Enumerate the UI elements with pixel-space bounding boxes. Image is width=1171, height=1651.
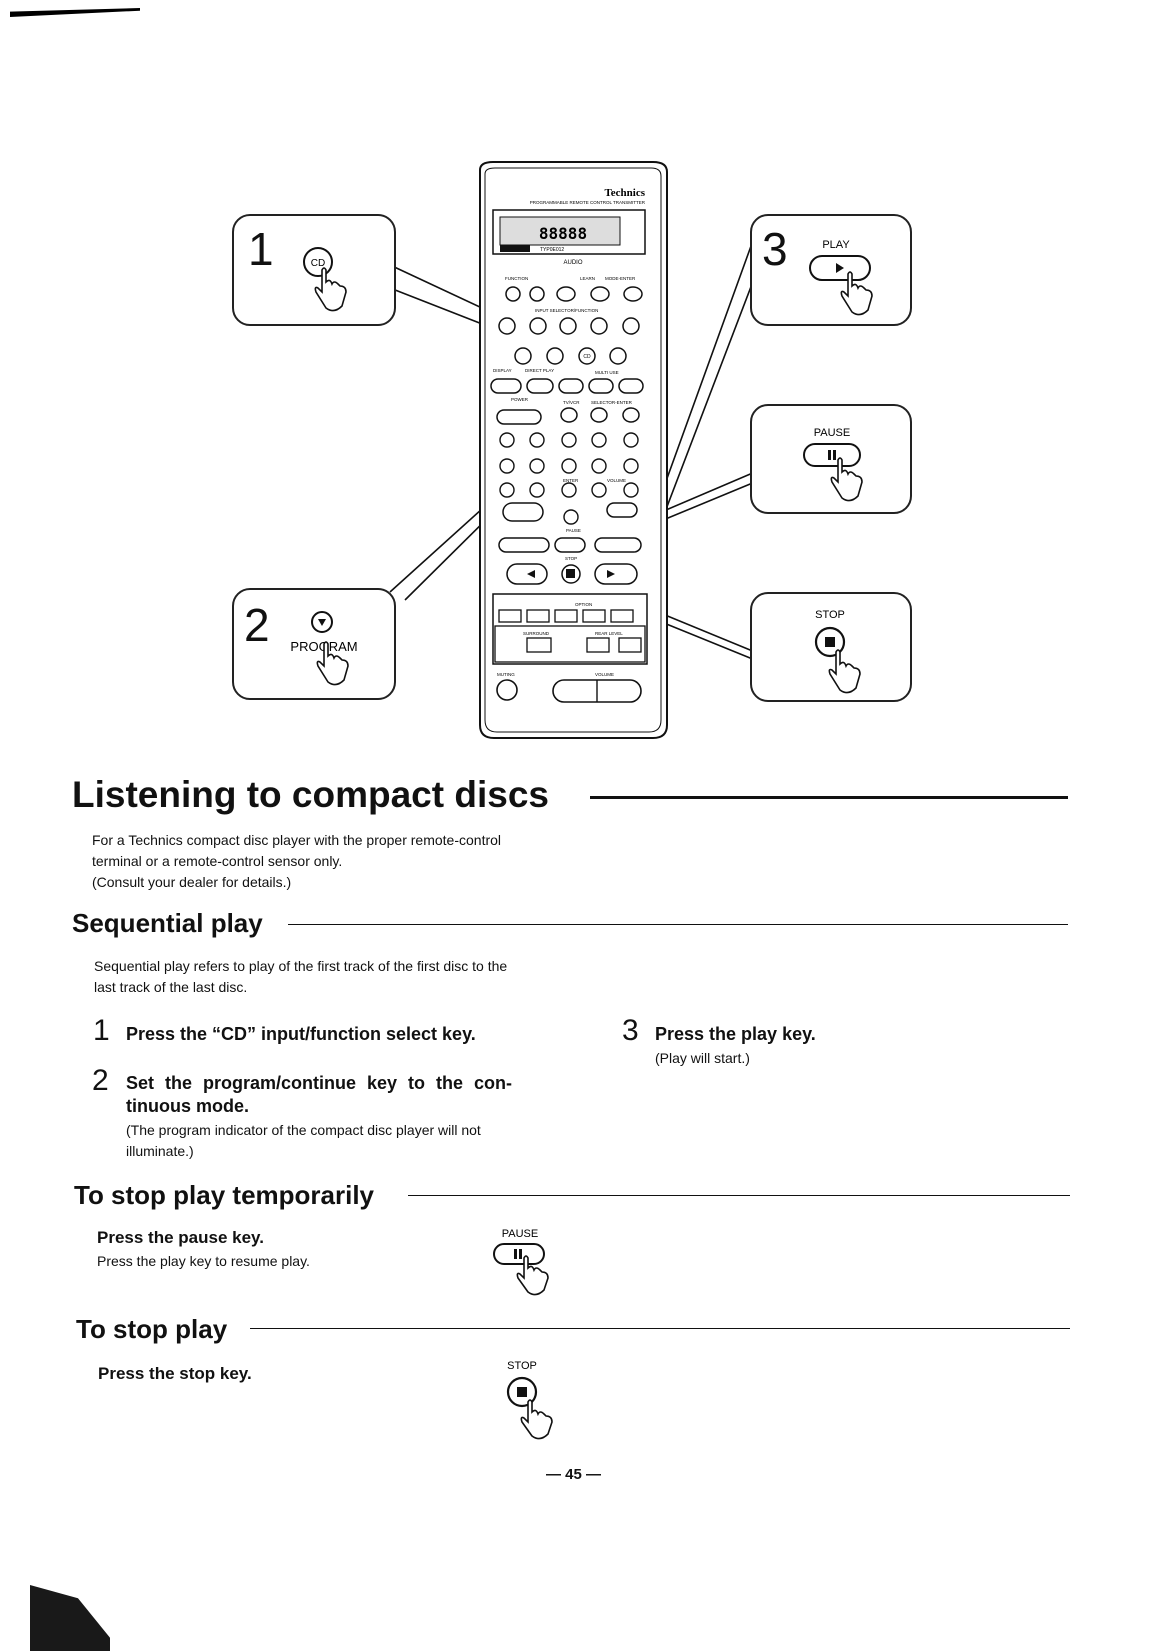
svg-text:PAUSE: PAUSE <box>566 528 581 533</box>
svg-text:CD: CD <box>583 354 591 360</box>
sequential-desc: Sequential play refers to play of the fi… <box>94 958 508 995</box>
stop-instruction: Press the stop key. <box>98 1364 252 1383</box>
pause-key-icon: PAUSE <box>493 1228 549 1296</box>
svg-text:STOP: STOP <box>507 1360 537 1372</box>
section-heading-sequential: Sequential play <box>72 908 263 938</box>
play-key-icon: PLAY <box>809 239 873 316</box>
svg-text:VOLUME: VOLUME <box>595 672 614 677</box>
svg-text:MODE-ENTER: MODE-ENTER <box>605 276 636 281</box>
svg-text:88888: 88888 <box>539 224 587 243</box>
svg-text:SELECTOR-ENTER: SELECTOR-ENTER <box>591 400 633 405</box>
program-key-icon: PROGRAM <box>290 611 358 686</box>
svg-text:DISPLAY: DISPLAY <box>493 368 512 373</box>
stop-key-icon: STOP <box>506 1360 553 1440</box>
step-3-number: 3 <box>622 1014 639 1047</box>
section-heading-stop: To stop play <box>76 1314 228 1344</box>
svg-text:INPUT SELECTOR/FUNCTION: INPUT SELECTOR/FUNCTION <box>535 308 598 313</box>
intro-text: For a Technics compact disc player with … <box>92 832 502 890</box>
remote-illustration: Technics PROGRAMMABLE REMOTE CONTROL TRA… <box>389 161 766 739</box>
pause-note: Press the play key to resume play. <box>97 1253 310 1269</box>
callout-number: 2 <box>244 599 270 651</box>
section-heading-stop-temporarily: To stop play temporarily <box>74 1180 375 1210</box>
svg-text:PLAY: PLAY <box>822 239 850 251</box>
step-3-title: Press the play key. <box>655 1024 816 1044</box>
callout-pause: PAUSE <box>750 404 912 514</box>
callout-step-3: 3 PLAY <box>750 214 912 326</box>
svg-text:FUNCTION: FUNCTION <box>505 276 528 281</box>
svg-text:PAUSE: PAUSE <box>814 427 850 439</box>
scan-mark-top <box>10 8 140 17</box>
step-1-title: Press the “CD” input/function select key… <box>126 1024 476 1044</box>
svg-text:REAR LEVEL: REAR LEVEL <box>595 631 623 636</box>
step-2-note-line2: illuminate.) <box>126 1143 194 1159</box>
svg-text:POWER: POWER <box>511 397 529 402</box>
step-2-title-line1: Set the program/continue key to the con- <box>126 1073 513 1093</box>
svg-text:CD: CD <box>311 258 325 269</box>
svg-text:OPTION: OPTION <box>575 602 592 607</box>
svg-text:TYP0E012: TYP0E012 <box>540 247 564 253</box>
step-2-number: 2 <box>92 1064 109 1097</box>
step-2-title-line2: tinuous mode. <box>126 1096 249 1116</box>
section-rule <box>288 924 1068 925</box>
step-2-note-line1: (The program indicator of the compact di… <box>126 1122 481 1138</box>
step-1-number: 1 <box>93 1014 110 1047</box>
pause-key-icon: PAUSE <box>803 427 863 502</box>
stop-key-icon: STOP <box>814 609 861 694</box>
page-number: — 45 — <box>546 1466 602 1483</box>
callout-number: 1 <box>248 223 274 275</box>
svg-text:PAUSE: PAUSE <box>502 1228 538 1240</box>
svg-text:MULTI USE: MULTI USE <box>595 370 619 375</box>
svg-text:PROGRAMMABLE REMOTE CONTROL TR: PROGRAMMABLE REMOTE CONTROL TRANSMITTER <box>530 200 646 205</box>
pause-instruction: Press the pause key. <box>97 1228 264 1247</box>
svg-text:ENTER: ENTER <box>563 478 579 483</box>
svg-text:STOP: STOP <box>565 556 577 561</box>
remote-brand: Technics <box>604 187 645 199</box>
scan-mark-bottom <box>30 1585 110 1651</box>
callout-number: 3 <box>762 223 788 275</box>
callout-step-2: 2 PROGRAM <box>232 588 396 700</box>
svg-text:AUDIO: AUDIO <box>563 260 582 266</box>
page-title: Listening to compact discs <box>72 774 549 815</box>
callout-step-1: 1 CD <box>232 214 396 326</box>
svg-text:STOP: STOP <box>815 609 845 621</box>
cd-key-icon: CD <box>303 247 347 312</box>
title-rule <box>590 796 1068 799</box>
svg-text:LEARN: LEARN <box>580 276 595 281</box>
svg-text:DIRECT PLAY: DIRECT PLAY <box>525 368 554 373</box>
svg-text:MUTING: MUTING <box>497 672 515 677</box>
section-rule <box>408 1195 1070 1196</box>
callout-stop: STOP <box>750 592 912 702</box>
svg-text:SURROUND: SURROUND <box>523 631 550 636</box>
svg-text:VOLUME: VOLUME <box>607 478 626 483</box>
section-rule <box>250 1328 1070 1329</box>
svg-text:TV/VCR: TV/VCR <box>563 400 580 405</box>
step-3-note: (Play will start.) <box>655 1050 750 1066</box>
